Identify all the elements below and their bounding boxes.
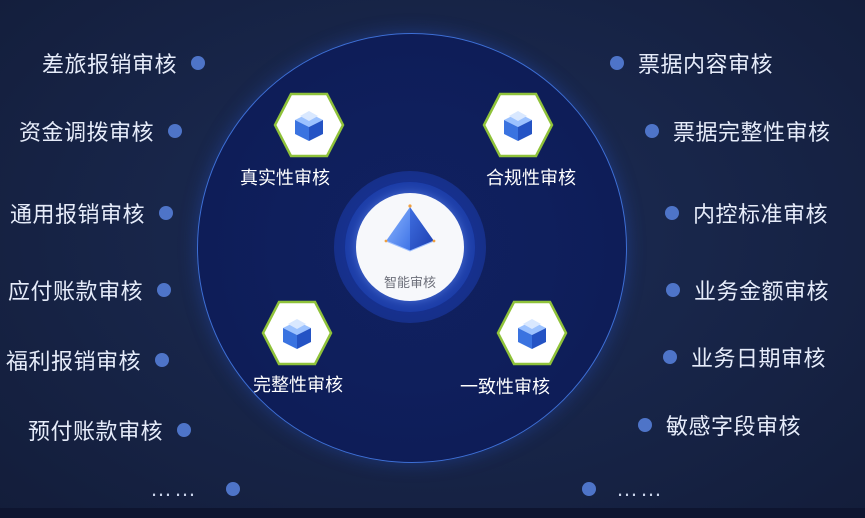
right-item-label: 票据完整性审核 [673,120,831,145]
right-item: 内控标准审核 [665,197,828,229]
right-more: …… [582,476,664,502]
left-item: 预付账款审核 [28,414,192,446]
left-more: …… [150,476,240,502]
node-label: 合规性审核 [486,168,576,188]
bullet-dot-icon [663,350,677,364]
left-item: 应付账款审核 [8,274,172,306]
center-label: 智能审核 [383,275,436,290]
bullet-dot-icon [168,124,183,138]
bullet-dot-icon [645,124,659,138]
right-item: 票据内容审核 [610,47,773,79]
right-item: 票据完整性审核 [645,115,831,147]
bullet-dot-icon [638,418,652,432]
right-item-label: 敏感字段审核 [666,414,802,439]
bullet-dot-icon [226,482,240,496]
left-item: 福利报销审核 [6,344,170,376]
left-item-label: 应付账款审核 [8,279,144,304]
node-label: 完整性审核 [253,375,343,395]
cube-stack-icon [496,300,568,366]
bullet-dot-icon [159,206,174,220]
left-item: 通用报销审核 [10,197,174,229]
bullet-dot-icon [157,283,172,297]
left-item-label: 福利报销审核 [6,349,142,374]
bullet-dot-icon [665,206,679,220]
bullet-dot-icon [191,56,206,70]
right-item: 业务日期审核 [663,341,826,373]
bullet-dot-icon [610,56,624,70]
right-item-label: 内控标准审核 [693,202,829,227]
node-label: 一致性审核 [460,377,550,397]
left-item-label: 资金调拨审核 [19,120,155,145]
node-label: 真实性审核 [240,168,330,188]
left-item-label: 差旅报销审核 [42,52,178,77]
left-item-label: 通用报销审核 [10,202,146,227]
more-ellipsis: …… [616,476,664,501]
right-item-label: 业务金额审核 [694,279,830,304]
more-ellipsis: …… [150,476,198,501]
bullet-dot-icon [666,283,680,297]
bullet-dot-icon [155,353,170,367]
left-item-label: 预付账款审核 [28,419,164,444]
bullet-dot-icon [582,482,596,496]
right-item: 业务金额审核 [666,274,829,306]
left-item: 资金调拨审核 [19,115,183,147]
right-item: 敏感字段审核 [638,409,801,441]
left-item: 差旅报销审核 [42,47,206,79]
bottom-strip [0,508,865,518]
cube-stack-icon [261,300,333,366]
cube-stack-icon [482,92,554,158]
bullet-dot-icon [177,423,192,437]
cube-stack-icon [273,92,345,158]
right-item-label: 业务日期审核 [691,346,827,371]
right-item-label: 票据内容审核 [638,52,774,77]
pyramid-icon [384,204,436,252]
